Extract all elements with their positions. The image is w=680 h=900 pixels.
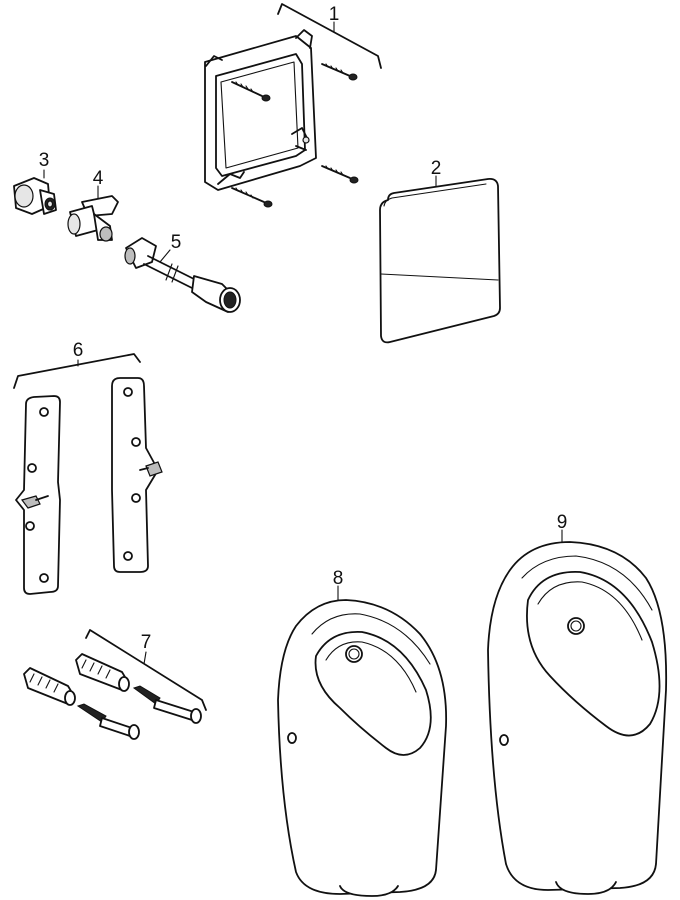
- callout-number-5: 5: [171, 232, 182, 253]
- part-8-urinal-small: [277, 585, 447, 897]
- callout-leader-5: [159, 249, 171, 263]
- callout-bracket-6: [13, 353, 141, 389]
- mounting-plate-right: [111, 377, 159, 573]
- part-5-hose: [124, 237, 241, 313]
- wall-plug-lower: [23, 667, 76, 706]
- callout-number-9: 9: [557, 512, 568, 533]
- callout-bracket-7: [85, 629, 207, 711]
- part-4-valve: [67, 185, 119, 242]
- cover-plate-body: [379, 177, 501, 344]
- wall-plug-upper: [75, 653, 130, 692]
- screw-lower-left: [231, 187, 273, 208]
- part-7-fixings: [23, 629, 207, 740]
- urinal-small-bowl: [314, 631, 432, 756]
- frame-opening: [215, 53, 306, 177]
- urinal-large-bowl: [526, 571, 661, 737]
- part-2-cover-plate: [379, 175, 501, 344]
- wall-screw-lower: [76, 703, 140, 740]
- callout-number-7: 7: [141, 632, 152, 653]
- part-6-mounting-plates: [13, 353, 163, 595]
- screw-upper-right: [321, 63, 358, 81]
- part-9-urinal-large: [487, 529, 668, 895]
- screw-lower-right: [321, 165, 359, 184]
- callout-leader-7: [143, 651, 147, 665]
- callout-number-4: 4: [93, 168, 104, 189]
- screw-upper-left: [231, 81, 271, 102]
- callout-number-2: 2: [431, 158, 442, 179]
- callout-number-3: 3: [39, 150, 50, 171]
- callout-number-1: 1: [329, 4, 340, 25]
- callout-bracket-1: [277, 3, 382, 69]
- callout-number-8: 8: [333, 568, 344, 589]
- callout-number-6: 6: [73, 340, 84, 361]
- wall-screw-upper: [132, 685, 202, 724]
- part-3-connector: [13, 169, 57, 215]
- part-1-mounting-frame: [204, 3, 382, 208]
- mounting-plate-left: [15, 395, 61, 595]
